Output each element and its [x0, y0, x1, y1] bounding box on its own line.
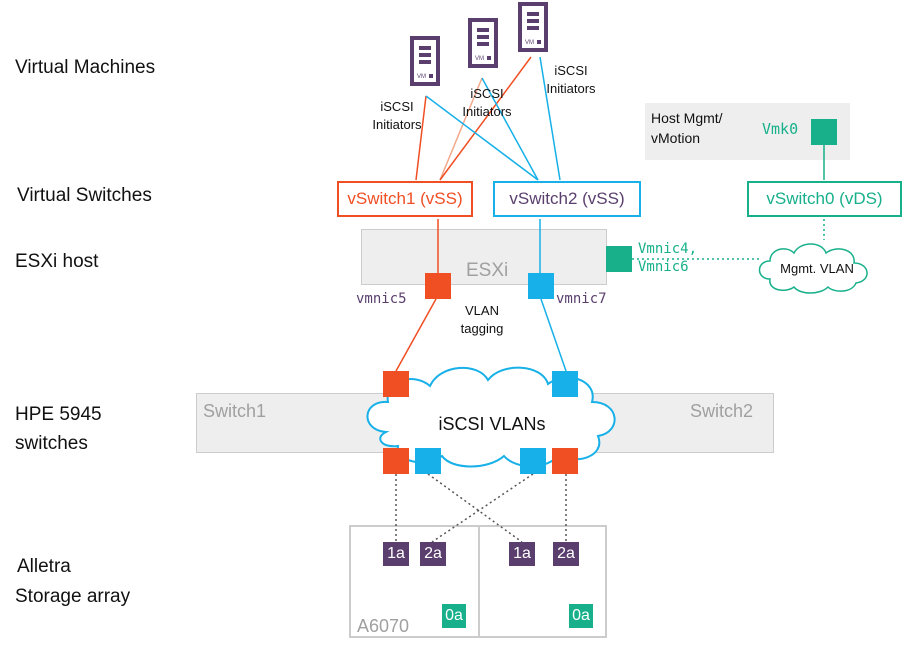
vmnic7-port-icon — [528, 273, 554, 299]
array-port-2a: 2a — [420, 542, 446, 566]
array-mgmt-port-0a: 0a — [442, 604, 466, 628]
vmk0-port-icon — [811, 119, 837, 145]
vswitch2-box: vSwitch2 (vSS) — [493, 181, 641, 217]
row-label-switches-line1: HPE 5945 — [15, 404, 102, 425]
row-label-virtual-machines: Virtual Machines — [15, 57, 156, 78]
vswitch0-box: vSwitch0 (vDS) — [747, 181, 902, 217]
array-port-1a: 1a — [509, 542, 535, 566]
vm-server-icon: VM — [468, 18, 498, 68]
switch1-label: Switch1 — [203, 401, 267, 421]
link-vm1-vswitch2 — [425, 95, 539, 181]
vswitch1-box: vSwitch1 (vSS) — [337, 181, 473, 217]
link-vm2-vswitch2 — [481, 77, 539, 181]
switch1-downlink-port-icon — [415, 448, 441, 474]
array-port-1a: 1a — [383, 542, 409, 566]
vmnic7-label: vmnic7 — [556, 291, 607, 307]
array-model-label: A6070 — [357, 616, 410, 636]
link-sw1-ctrl2-1a — [427, 473, 523, 543]
row-label-virtual-switches: Virtual Switches — [17, 185, 152, 206]
row-label-storage-line2: Storage array — [15, 586, 131, 607]
array-port-2a: 2a — [553, 542, 579, 566]
switch2-downlink-port-icon — [552, 448, 578, 474]
link-vmnic5-switch1 — [395, 298, 437, 372]
mgmt-vlan-label: Mgmt. VLAN — [780, 261, 854, 276]
link-vm2-vswitch1 — [439, 77, 483, 181]
switch1-uplink-port-icon — [383, 371, 409, 397]
mgmt-vlan-cloud-icon — [758, 243, 868, 294]
row-label-switches-line2: switches — [15, 433, 88, 454]
link-vm3-vswitch2 — [539, 56, 561, 181]
storage-array-divider — [478, 525, 480, 638]
switch2-label: Switch2 — [690, 401, 754, 421]
link-vm1-vswitch1 — [415, 95, 427, 181]
vmnic5-label: vmnic5 — [356, 291, 407, 307]
link-vm3-vswitch1 — [439, 56, 532, 181]
row-label-storage-line1: Alletra — [17, 556, 71, 577]
esxi-label: ESXi — [466, 260, 509, 281]
vm-server-icon: VM — [410, 36, 440, 86]
vm-server-icon: VM — [518, 2, 548, 52]
vmk0-label: Vmk0 — [762, 120, 799, 138]
iscsi-vlans-label: iSCSI VLANs — [438, 414, 546, 434]
switch2-downlink-port-icon — [520, 448, 546, 474]
row-label-esxi-host: ESXi host — [15, 251, 99, 272]
vmnic4-6-port-icon — [606, 246, 632, 272]
switch1-downlink-port-icon — [383, 448, 409, 474]
switch2-uplink-port-icon — [552, 371, 578, 397]
host-mgmt-label: Host Mgmt/vMotion — [651, 110, 723, 146]
vmnic5-port-icon — [425, 273, 451, 299]
esxi-box — [361, 229, 607, 285]
link-sw2-ctrl1-2a — [431, 473, 534, 543]
link-vmnic7-switch2 — [540, 298, 567, 372]
vmnic4-6-label: Vmnic4,Vmnic6 — [638, 241, 698, 275]
array-mgmt-port-0a: 0a — [569, 604, 593, 628]
